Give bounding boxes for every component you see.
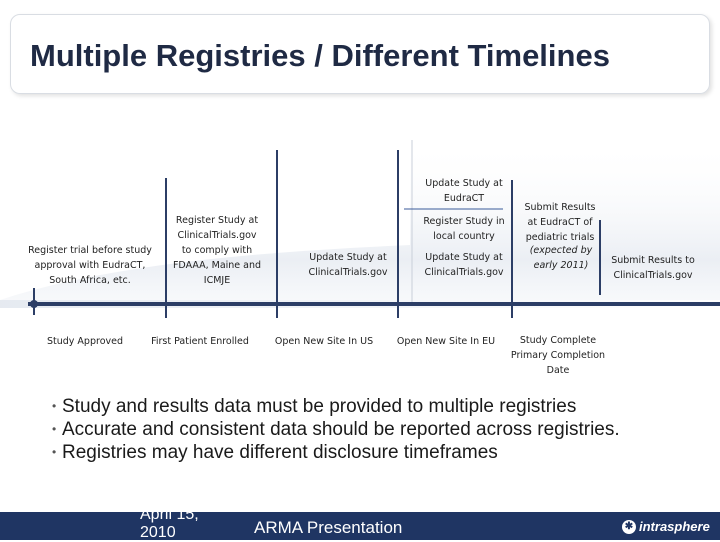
bullet-item: • Study and results data must be provided… (52, 396, 694, 417)
bullet-list: • Study and results data must be provided… (52, 396, 694, 465)
milestone-site-us: Open New Site In US (274, 336, 374, 347)
milestone-study-complete: Study Complete Primary Completion Date (510, 335, 606, 376)
bullet-dot: • (52, 445, 57, 459)
bullet-text: Study and results data must be provided … (62, 396, 577, 417)
label-update-ctgov-2: Update Study at ClinicalTrials.gov (424, 252, 504, 278)
footer-bar (0, 512, 720, 540)
label-update-ctgov-1: Update Study at ClinicalTrials.gov (308, 252, 388, 278)
bullet-text: Accurate and consistent data should be r… (62, 419, 620, 440)
label-register-before-approval: Register trial before study approval wit… (28, 245, 152, 286)
logo-mark-icon: ✱ (622, 519, 636, 534)
milestone-study-approved: Study Approved (46, 336, 123, 347)
label-register-ctgov: Register Study at ClinicalTrials.gov to … (172, 215, 262, 286)
timeline-arch (0, 140, 720, 300)
company-logo: ✱ intrasphere (622, 519, 710, 534)
bullet-dot: • (52, 422, 57, 436)
label-update-eudract: Update Study at EudraCT (425, 178, 503, 204)
label-expected-date: (expected by early 2011) (529, 245, 593, 271)
bullet-text: Registries may have different disclosure… (62, 442, 498, 463)
label-submit-results-ctgov: Submit Results to ClinicalTrials.gov (611, 255, 695, 281)
label-submit-results-eudract: Submit Results at EudraCT of pediatric t… (524, 202, 596, 243)
slide-title: Multiple Registries / Different Timeline… (30, 38, 610, 73)
footer-presentation-title: ARMA Presentation (254, 518, 403, 537)
label-register-local: Register Study in local country (423, 216, 505, 242)
timeline-graphic (0, 140, 720, 318)
start-marker (30, 300, 38, 308)
bullet-item: • Registries may have different disclosur… (52, 442, 694, 463)
milestone-first-patient: First Patient Enrolled (151, 336, 249, 347)
bullet-item: • Accurate and consistent data should be … (52, 419, 622, 440)
bullet-dot: • (52, 399, 57, 413)
footer-date: April 15, 2010 (140, 506, 199, 541)
slide-frame (10, 14, 710, 94)
milestone-site-eu: Open New Site In EU (396, 336, 496, 347)
logo-text: intrasphere (639, 519, 710, 534)
